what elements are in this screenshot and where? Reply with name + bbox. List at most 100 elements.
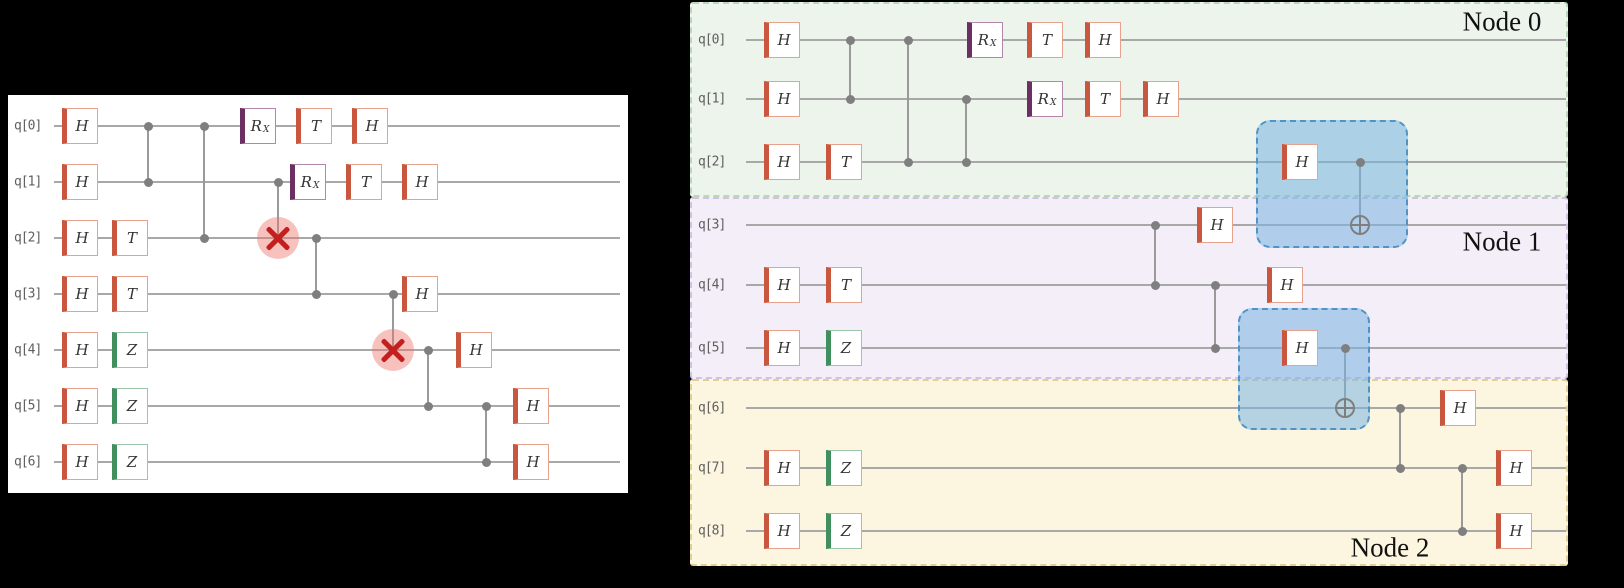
control-dot-q5-x655 — [1341, 344, 1350, 353]
gate-letter: H — [526, 397, 540, 415]
gate-h-q5-x610: H — [1282, 330, 1318, 366]
control-dot-q5-x420 — [424, 402, 433, 411]
gate-h-q4-x92: H — [764, 267, 800, 303]
control-dot-q1-x160 — [846, 95, 855, 104]
control-dot-q3-x465 — [1151, 221, 1160, 230]
gate-t-q1-x356: T — [346, 164, 382, 200]
gate-z-q8-x154: Z — [826, 513, 862, 549]
gate-z-q5-x154: Z — [826, 330, 862, 366]
gate-z-q6-x122: Z — [112, 444, 148, 480]
control-dot-q7-x710 — [1396, 464, 1405, 473]
control-dot-q7-x772 — [1458, 464, 1467, 473]
gate-h-q4-x595: H — [1267, 267, 1303, 303]
qubit-label-q3: q[3] — [698, 217, 726, 233]
cz-q5-q6 — [485, 406, 487, 462]
gate-letter: H — [1156, 90, 1170, 108]
gate-h-q5-x72: H — [62, 388, 98, 424]
gate-h-q0-x362: H — [352, 108, 388, 144]
gate-letter: R — [1037, 90, 1049, 108]
qubit-wire-q3 — [54, 293, 620, 295]
gate-letter: H — [1509, 522, 1523, 540]
control-dot-q3-x308 — [312, 290, 321, 299]
control-dot-q3-x385 — [389, 290, 398, 299]
control-dot-q6-x478 — [482, 458, 491, 467]
gate-h-q0-x413: H — [1085, 22, 1121, 58]
gate-letter: T — [840, 276, 851, 294]
gate-h-q8-x92: H — [764, 513, 800, 549]
gate-subscript: X — [1049, 98, 1057, 108]
gate-letter: H — [1295, 153, 1309, 171]
qubit-label-q6: q[6] — [14, 454, 42, 470]
control-dot-q0-x160 — [846, 36, 855, 45]
gate-letter: H — [75, 453, 89, 471]
control-dot-q8-x772 — [1458, 527, 1467, 536]
node-0-label: Node 0 — [1462, 6, 1542, 37]
qubit-wire-q7 — [746, 467, 1566, 469]
gate-h-q6-x72: H — [62, 444, 98, 480]
gate-letter: H — [777, 31, 791, 49]
qubit-label-q0: q[0] — [14, 118, 42, 134]
cnot-target-icon-q6 — [1335, 398, 1355, 418]
gate-letter: T — [126, 229, 137, 247]
cut-marker-icon-q4 — [372, 329, 414, 371]
qubit-label-q7: q[7] — [698, 460, 726, 476]
gate-letter: H — [1280, 276, 1294, 294]
cz-q4-q5 — [1214, 285, 1216, 348]
control-dot-q2-x218 — [904, 158, 913, 167]
cut-insertion-box-0 — [1256, 120, 1408, 248]
qubit-wire-q5 — [746, 347, 1566, 349]
gate-t-q2-x154: T — [826, 144, 862, 180]
gate-letter: H — [1098, 31, 1112, 49]
gate-letter: T — [126, 285, 137, 303]
gate-letter: Z — [126, 341, 138, 359]
control-dot-q2-x670 — [1356, 158, 1365, 167]
gate-subscript: X — [989, 39, 997, 49]
gate-letter: H — [777, 522, 791, 540]
gate-h-q8-x824: H — [1496, 513, 1532, 549]
gate-letter: R — [977, 31, 989, 49]
gate-letter: H — [526, 453, 540, 471]
control-dot-q0-x140 — [144, 122, 153, 131]
control-dot-q5-x525 — [1211, 344, 1220, 353]
gate-letter: R — [300, 173, 312, 191]
gate-z-q5-x122: Z — [112, 388, 148, 424]
qubit-wire-q6 — [54, 461, 620, 463]
cnot-target-hbar — [1337, 407, 1353, 409]
gate-h-q4-x466: H — [456, 332, 492, 368]
gate-z-q4-x122: Z — [112, 332, 148, 368]
gate-t-q4-x154: T — [826, 267, 862, 303]
gate-t-q0-x306: T — [296, 108, 332, 144]
gate-letter: H — [75, 173, 89, 191]
node-2-label: Node 2 — [1350, 532, 1430, 563]
gate-letter: T — [1041, 31, 1052, 49]
gate-letter: T — [840, 153, 851, 171]
gate-letter: H — [75, 341, 89, 359]
control-dot-q0-x196 — [200, 122, 209, 131]
gate-letter: H — [415, 285, 429, 303]
qubit-wire-q0 — [746, 39, 1566, 41]
gate-h-q2-x92: H — [764, 144, 800, 180]
qubit-label-q6: q[6] — [698, 400, 726, 416]
gate-h-q0-x92: H — [764, 22, 800, 58]
gate-letter: T — [360, 173, 371, 191]
gate-t-q1-x413: T — [1085, 81, 1121, 117]
gate-h-q2-x72: H — [62, 220, 98, 256]
gate-t-q2-x122: T — [112, 220, 148, 256]
gate-letter: H — [777, 459, 791, 477]
gate-letter: Z — [126, 397, 138, 415]
gate-h-q5-x92: H — [764, 330, 800, 366]
gate-h-q1-x72: H — [62, 164, 98, 200]
cz-q0-q2 — [907, 40, 909, 162]
control-dot-q6-x710 — [1396, 404, 1405, 413]
gate-t-q0-x355: T — [1027, 22, 1063, 58]
qubit-label-q4: q[4] — [698, 277, 726, 293]
qubit-label-q1: q[1] — [698, 91, 726, 107]
control-dot-q2-x308 — [312, 234, 321, 243]
qubit-label-q5: q[5] — [14, 398, 42, 414]
gate-letter: H — [75, 397, 89, 415]
